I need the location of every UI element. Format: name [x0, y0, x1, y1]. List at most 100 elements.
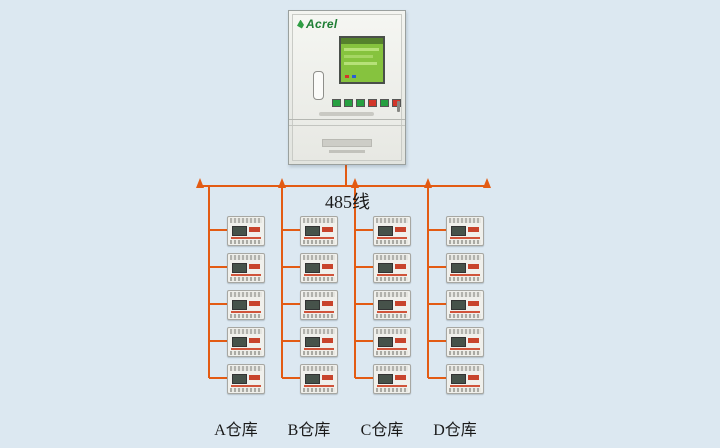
device-bottom-terminals	[303, 277, 335, 281]
device-top-terminals	[376, 366, 408, 371]
device-accent-line	[450, 274, 480, 276]
device-red-stripe	[249, 375, 260, 380]
device-top-terminals	[230, 218, 262, 223]
door-seam	[289, 119, 405, 120]
cabinet-button-row	[332, 99, 401, 107]
device-bottom-terminals	[230, 277, 262, 281]
screen-content-line	[344, 62, 377, 65]
device-top-terminals	[376, 292, 408, 297]
bus-wires	[200, 163, 487, 379]
device-accent-line	[304, 274, 334, 276]
power-meter-device	[446, 327, 484, 357]
cabinet-lcd-screen	[339, 36, 385, 84]
power-meter-device	[373, 253, 411, 283]
device-top-terminals	[230, 329, 262, 334]
power-meter-device	[446, 216, 484, 246]
device-display	[378, 300, 393, 310]
screen-header-bar	[341, 38, 383, 44]
device-red-stripe	[395, 301, 406, 306]
device-red-stripe	[468, 338, 479, 343]
device-red-stripe	[395, 375, 406, 380]
device-accent-line	[231, 311, 261, 313]
nameplate-text-bar	[329, 150, 365, 153]
device-red-stripe	[395, 264, 406, 269]
device-display	[451, 374, 466, 384]
device-display	[451, 226, 466, 236]
device-display	[451, 300, 466, 310]
device-accent-line	[450, 311, 480, 313]
device-red-stripe	[468, 227, 479, 232]
device-top-terminals	[303, 218, 335, 223]
device-red-stripe	[322, 338, 333, 343]
device-display	[232, 337, 247, 347]
up-arrow-icon	[196, 178, 204, 188]
power-meter-device	[373, 364, 411, 394]
device-bottom-terminals	[303, 314, 335, 318]
acrel-brand-text: Acrel	[306, 17, 338, 31]
device-red-stripe	[322, 375, 333, 380]
power-meter-device	[227, 364, 265, 394]
device-top-terminals	[376, 255, 408, 260]
power-meter-device	[227, 327, 265, 357]
device-red-stripe	[249, 264, 260, 269]
device-accent-line	[231, 274, 261, 276]
device-red-stripe	[322, 264, 333, 269]
device-red-stripe	[249, 338, 260, 343]
device-top-terminals	[449, 329, 481, 334]
device-red-stripe	[468, 375, 479, 380]
device-bottom-terminals	[303, 240, 335, 244]
screen-content-line	[344, 55, 373, 58]
device-red-stripe	[468, 301, 479, 306]
device-top-terminals	[303, 292, 335, 297]
device-red-stripe	[322, 227, 333, 232]
power-meter-device	[227, 216, 265, 246]
device-accent-line	[377, 348, 407, 350]
device-bottom-terminals	[376, 240, 408, 244]
power-meter-device	[300, 216, 338, 246]
device-accent-line	[450, 385, 480, 387]
device-accent-line	[377, 385, 407, 387]
power-meter-device	[373, 216, 411, 246]
sensor-capsule	[313, 71, 324, 100]
power-meter-device	[227, 253, 265, 283]
power-meter-device	[300, 253, 338, 283]
device-display	[232, 374, 247, 384]
device-display	[232, 263, 247, 273]
device-top-terminals	[376, 329, 408, 334]
indicator-button-red	[392, 99, 401, 107]
warehouse-label-b: B仓库	[287, 422, 331, 439]
device-bottom-terminals	[449, 351, 481, 355]
up-arrow-icon	[278, 178, 286, 188]
up-arrow-icon	[351, 178, 359, 188]
device-top-terminals	[376, 218, 408, 223]
device-red-stripe	[468, 264, 479, 269]
device-display	[378, 226, 393, 236]
power-meter-device	[300, 327, 338, 357]
indicator-button-red	[368, 99, 377, 107]
up-arrow-icon	[424, 178, 432, 188]
device-red-stripe	[249, 301, 260, 306]
screen-content-line	[344, 48, 379, 51]
device-accent-line	[450, 348, 480, 350]
device-bottom-terminals	[449, 388, 481, 392]
device-accent-line	[231, 385, 261, 387]
device-top-terminals	[303, 329, 335, 334]
indicator-button-green	[380, 99, 389, 107]
device-red-stripe	[322, 301, 333, 306]
cabinet-vent-slot	[319, 112, 374, 116]
acrel-logo-icon	[297, 19, 304, 29]
warehouse-label-d: D仓库	[433, 422, 477, 439]
warehouse-label-a: A仓库	[214, 422, 258, 439]
power-meter-device	[227, 290, 265, 320]
device-accent-line	[231, 237, 261, 239]
control-cabinet: Acrel	[288, 10, 406, 165]
power-meter-device	[446, 364, 484, 394]
device-display	[378, 374, 393, 384]
acrel-logo: Acrel	[297, 17, 338, 31]
power-meter-device	[300, 364, 338, 394]
device-top-terminals	[449, 366, 481, 371]
device-display	[378, 263, 393, 273]
device-bottom-terminals	[230, 314, 262, 318]
